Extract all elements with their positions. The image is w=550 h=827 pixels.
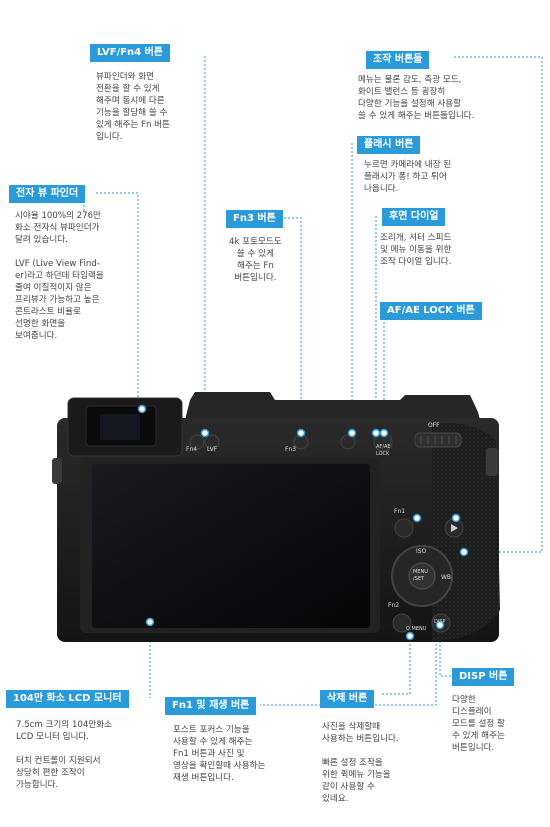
flash-marker bbox=[347, 428, 357, 438]
menu-set-button bbox=[408, 562, 436, 590]
control-buttons-text: 메뉴는 물론 감도, 측광 모드, 화이트 밸런스 등 굉장히 다양한 기능을 … bbox=[358, 75, 475, 121]
fn3-leader bbox=[280, 217, 302, 433]
fn3-title: Fn3 버튼 bbox=[226, 210, 283, 228]
evf-marker bbox=[137, 404, 147, 414]
control-marker bbox=[459, 547, 469, 557]
fn3-text: 4k 포토모드도 쓸 수 있게 해주는 Fn 버튼입니다. bbox=[229, 237, 282, 283]
viewfinder-glass bbox=[100, 414, 140, 440]
disp-button-text: 다양한 디스플레이 모드를 설정 할 수 있게 해주는 버튼입니다. bbox=[452, 695, 505, 753]
delete-button bbox=[392, 613, 412, 633]
lcd-marker bbox=[145, 617, 155, 627]
top-plate bbox=[185, 392, 480, 420]
disp-button-title: DISP 버튼 bbox=[452, 668, 515, 686]
lcd-text: 7.5cm 크기의 104만화소 LCD 모니터 입니다. 터치 컨트롤이 지원… bbox=[16, 720, 113, 790]
flash-button bbox=[340, 434, 356, 450]
afae-label: AF/AE LOCK bbox=[376, 444, 391, 457]
fn3-label: Fn3 bbox=[285, 446, 297, 453]
flash-button-text: 누르면 카메라에 내장 된 플래시가 퐁! 하고 튀어 나옵니다. bbox=[364, 160, 452, 194]
fn4-label: Fn4 bbox=[186, 446, 198, 453]
fn1-marker bbox=[412, 513, 422, 523]
afae-lock-title: AF/AE LOCK 버튼 bbox=[380, 302, 482, 320]
fn1-playback-text: 포스트 포커스 기능을 사용할 수 있게 해주는 Fn1 버튼과 사진 및 영상… bbox=[173, 725, 266, 783]
rear-dial-text: 조리개, 셔터 스피드 및 메뉴 이동을 위한 조작 다이얼 입니다. bbox=[380, 233, 452, 267]
strap-lug-left bbox=[52, 458, 62, 484]
wb-label: WB bbox=[441, 574, 452, 581]
lvf-fn4-title: LVF/Fn4 버튼 bbox=[90, 44, 171, 62]
delete-marker bbox=[405, 631, 415, 641]
delete-leader bbox=[380, 636, 411, 695]
off-label: OFF bbox=[428, 422, 440, 429]
flash-button-title: 플래시 버튼 bbox=[357, 136, 421, 154]
control-leader bbox=[454, 56, 543, 553]
control-buttons-title: 조작 버튼들 bbox=[366, 51, 430, 69]
fn1-button bbox=[394, 518, 414, 538]
delete-button-title: 삭제 버튼 bbox=[320, 690, 375, 708]
rear-dial-title: 후면 다이얼 bbox=[382, 208, 446, 226]
lvf-button bbox=[204, 434, 220, 450]
disp-marker bbox=[435, 620, 445, 630]
lvf-marker bbox=[200, 428, 210, 438]
playback-marker bbox=[451, 513, 461, 523]
evf-text: 시야율 100%의 276만 화소 전자식 뷰파인더가 달려 있습니다. LVF… bbox=[15, 211, 104, 341]
lcd-title: 104만 화소 LCD 모니터 bbox=[6, 690, 129, 708]
fn1-playback-title: Fn1 및 재생 버튼 bbox=[165, 697, 257, 715]
strap-lug-right bbox=[486, 448, 498, 476]
evf-leader bbox=[96, 192, 139, 408]
afae-marker bbox=[379, 428, 389, 438]
qmenu-label: Q.MENU bbox=[406, 626, 427, 632]
evf-title: 전자 뷰 파인더 bbox=[9, 185, 86, 203]
fn1-label: Fn1 bbox=[394, 508, 406, 515]
delete-button-text: 사진을 삭제할때 사용하는 버튼입니다. 빠른 설정 조작을 위한 퀵메뉴 기능… bbox=[322, 722, 399, 804]
rear-dial bbox=[414, 432, 462, 448]
fn4-button bbox=[189, 434, 205, 450]
lcd-screen bbox=[92, 464, 370, 628]
fn3-marker bbox=[296, 428, 306, 438]
menu-set-label: MENU /SET bbox=[413, 569, 428, 582]
dial-marker bbox=[371, 428, 381, 438]
play-icon bbox=[451, 524, 458, 532]
disp-cam-label: DISP bbox=[434, 619, 446, 625]
lvf-fn4-text: 뷰파인더와 화면 전환을 할 수 있게 해주며 동시에 다른 기능을 할당해 쓸… bbox=[96, 72, 170, 142]
lvf-label: LVF bbox=[207, 446, 218, 453]
iso-label: ISO bbox=[416, 548, 427, 555]
fn2-label: Fn2 bbox=[388, 602, 400, 609]
